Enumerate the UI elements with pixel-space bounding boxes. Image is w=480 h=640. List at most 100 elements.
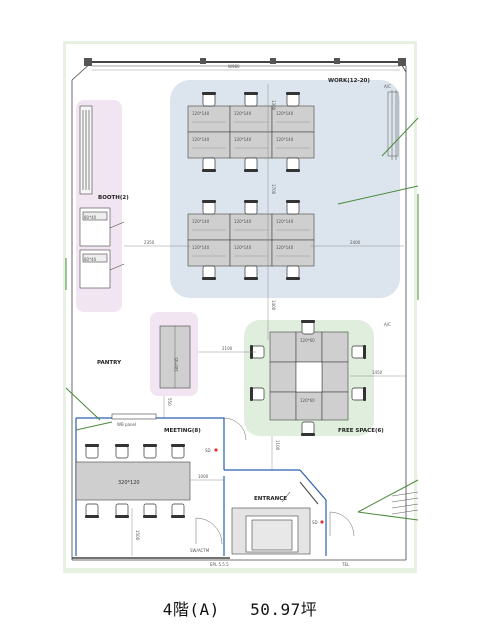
zone-label-pantry: PANTRY [97, 360, 122, 366]
chair [351, 345, 366, 359]
work-desk [271, 131, 315, 159]
chair [202, 92, 216, 107]
work-desk [229, 105, 273, 133]
chair [244, 157, 258, 172]
entrance-fixture [231, 481, 319, 555]
work-desk-label: 120*140 [276, 137, 294, 142]
chair [171, 503, 185, 518]
free-desk-label-b: 120*60 [300, 398, 315, 403]
chair [85, 444, 99, 459]
dim-vert-a: 1300 [271, 100, 276, 111]
work-desk [271, 213, 315, 241]
work-desk-label: 120*140 [276, 245, 294, 250]
dim-free-right: 1450 [372, 370, 383, 375]
sd-label-a: SD [205, 448, 211, 453]
work-desk [229, 131, 273, 159]
ac-label-mid: A/C [384, 322, 391, 327]
work-desk-label: 120*140 [192, 137, 210, 142]
booth-desk-label-b: 80*40 [84, 257, 97, 262]
chair [351, 387, 366, 401]
booth-desk-label-a: 80*40 [84, 215, 97, 220]
work-desk-label: 120*140 [276, 111, 294, 116]
dimension-lines [92, 69, 406, 556]
chair [143, 503, 157, 518]
exterior-walls [71, 61, 407, 561]
sd-marker-b [320, 520, 324, 524]
meeting-chairs [85, 444, 185, 518]
area-label: 50.97坪 [250, 600, 318, 619]
free-space-chairs [250, 320, 366, 436]
columns [84, 58, 406, 66]
pantry-counter [159, 325, 191, 389]
work-desk-label: 120*140 [192, 111, 210, 116]
work-desk-label: 120*140 [276, 219, 294, 224]
meeting-table [75, 461, 191, 501]
work-desk-label: 120*140 [234, 137, 252, 142]
work-desk [187, 131, 231, 159]
work-desk [187, 239, 231, 267]
bottom-note: EPL 5.5.5 [210, 562, 229, 567]
meeting-table-label: 320*120 [118, 480, 140, 486]
zone-label-entrance: ENTRANCE [254, 496, 287, 502]
chair [244, 92, 258, 107]
floor-caption: 4階(A) 50.97坪 [0, 596, 480, 620]
sd-marker-a [214, 448, 218, 452]
dim-work-left: 2350 [144, 240, 155, 245]
work-desk-label: 120*140 [192, 219, 210, 224]
zone-label-booth: BOOTH(2) [98, 195, 129, 201]
dim-vert-c: 1400 [271, 300, 276, 311]
zone-label-meeting: MEETING(8) [164, 428, 201, 434]
chair [301, 320, 315, 335]
free-space-desks [269, 331, 349, 421]
dim-entrance-vert: 1100 [275, 440, 280, 451]
dim-meeting-right: 1000 [198, 474, 209, 479]
wb-panel-label: WB panel [117, 422, 136, 427]
chair [286, 265, 300, 280]
wb-panel [111, 413, 157, 420]
pantry-counter-label: 180*45 [174, 357, 179, 372]
work-desk [271, 239, 315, 267]
chair [202, 200, 216, 215]
chair [286, 200, 300, 215]
work-desks: 120*140 120*140 120*140 120*140 120*140 120*1… [187, 92, 315, 280]
work-desk [187, 105, 231, 133]
chair [115, 444, 129, 459]
chair [244, 265, 258, 280]
chair [301, 421, 315, 436]
switch-label: SW/ACTM [190, 548, 210, 553]
chair [171, 444, 185, 459]
work-desk-label: 120*140 [234, 111, 252, 116]
chair [202, 265, 216, 280]
chair [286, 157, 300, 172]
right-windows [387, 90, 399, 160]
ac-label-top: A/C [384, 84, 391, 89]
zone-label-work: WORK(12-20) [328, 78, 370, 84]
booth-units [79, 105, 125, 289]
work-desk [187, 213, 231, 241]
chair [202, 157, 216, 172]
chair [115, 503, 129, 518]
dim-pantry-vert: 550 [167, 398, 172, 406]
work-desk-label: 120*140 [234, 245, 252, 250]
chair [250, 387, 265, 401]
dim-top-width: W980 [228, 64, 240, 69]
work-desk [229, 239, 273, 267]
work-desk [229, 213, 273, 241]
tel-label: TEL [341, 562, 350, 567]
free-desk-label-a: 120*60 [300, 338, 315, 343]
work-desk-label: 120*140 [234, 219, 252, 224]
work-desk [271, 105, 315, 133]
work-desk-label: 120*140 [192, 245, 210, 250]
dim-work-right: 2400 [350, 240, 361, 245]
stair-hatch [391, 491, 419, 515]
doors [195, 417, 355, 545]
chair [85, 503, 99, 518]
chair [286, 92, 300, 107]
dim-pantry-link: 2100 [222, 346, 233, 351]
floor-label: 4階(A) [162, 600, 220, 619]
view-lines [65, 117, 419, 521]
sd-label-b: SD [312, 520, 318, 525]
dim-vert-b: 1700 [271, 184, 276, 195]
chair [143, 444, 157, 459]
